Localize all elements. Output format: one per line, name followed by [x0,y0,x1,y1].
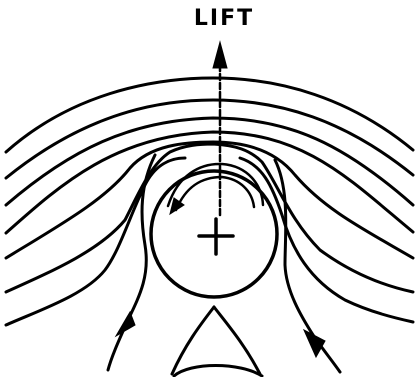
left-flow-arrow-icon [114,310,136,338]
stagnation-left-branch [170,305,216,376]
outer-streamlines [4,76,415,327]
cylinder-center-cross [197,217,235,256]
left-lower-streamline [106,153,157,372]
lift-label: LIFT [193,6,255,31]
streamline-2 [4,98,415,180]
right-flow-arrow-icon [302,328,326,359]
streamline-6 [4,142,415,294]
circulation-arc-outer [166,162,265,208]
right-lower-streamline [273,158,342,374]
streamline-5 [4,140,415,260]
stagnation-right-branch [212,305,262,376]
circulation-arcs [166,162,265,212]
streamline-7 [4,156,187,327]
circulation-arrow-icon [169,197,185,216]
streamline-3 [4,116,415,207]
stagnation-streamlines [106,153,342,378]
streamline-4 [4,130,415,235]
cylinder [149,169,279,299]
lift-arrow-icon [212,40,228,69]
bottom-arc [172,364,264,378]
streamline-1 [4,76,415,154]
streamline-8 [238,156,415,324]
circulation-arc-inner [174,175,256,212]
